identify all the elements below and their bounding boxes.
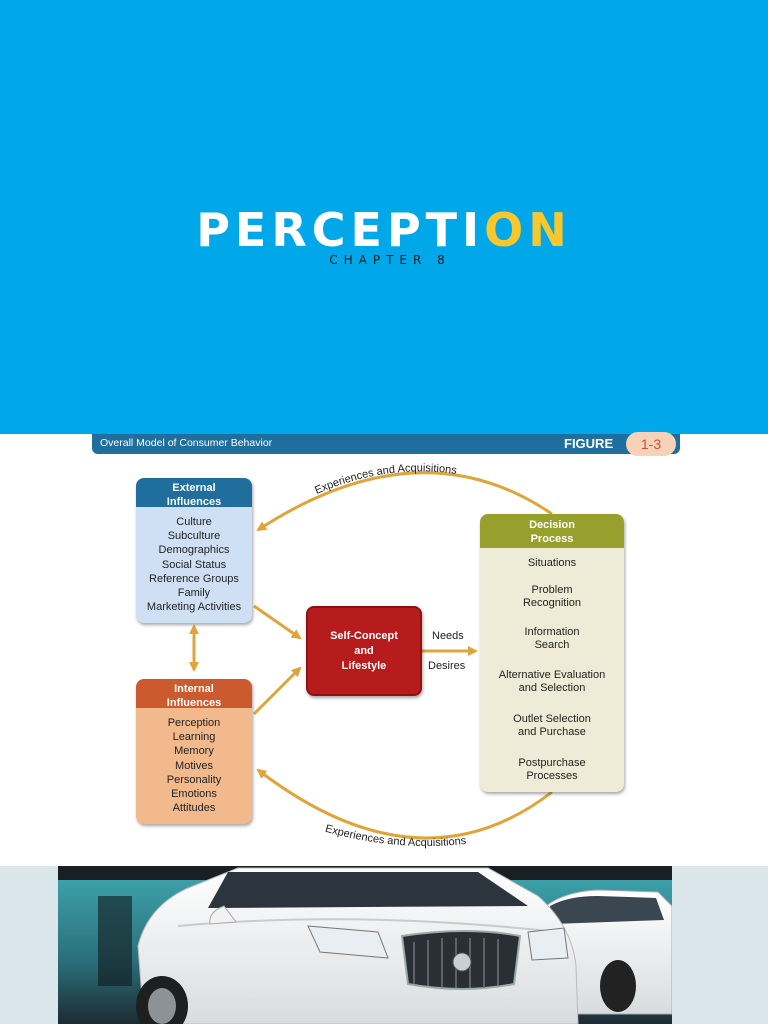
white-suv-car-image xyxy=(58,866,672,1024)
list-item: Family xyxy=(177,587,211,600)
list-item: Perception xyxy=(167,717,221,729)
self-concept-box: Self-Concept and Lifestyle xyxy=(306,606,422,696)
figure-caption: Overall Model of Consumer Behavior xyxy=(100,437,273,449)
list-item: Memory xyxy=(174,745,214,758)
bottom-feedback-arc xyxy=(256,768,553,840)
top-feedback-arc xyxy=(256,471,553,532)
chapter-title: PERCEPTION xyxy=(0,202,768,258)
figure-label: FIGURE xyxy=(564,436,614,451)
external-influences-list: Culture Subculture Demographics Social S… xyxy=(136,507,252,614)
decision-process-box: Decision Process Situations Problem Reco… xyxy=(480,514,624,792)
diagram-arrows: Experiences and Acquisitions Experiences… xyxy=(189,462,558,849)
consumer-behavior-figure: Overall Model of Consumer Behavior FIGUR… xyxy=(0,432,768,866)
list-item: Learning xyxy=(172,731,216,744)
list-item: Reference Groups xyxy=(149,572,239,585)
chapter-subtitle: CHAPTER 8 xyxy=(329,253,451,267)
internal-influences-title: Internal Influences xyxy=(136,679,252,709)
external-influences-box: External Influences Culture Subculture D… xyxy=(136,478,252,623)
figure-number-badge: 1-3 xyxy=(626,432,676,456)
decision-process-title: Decision Process xyxy=(480,514,624,548)
internal-influences-box: Internal Influences Perception Learning … xyxy=(136,679,252,824)
needs-label: Needs xyxy=(432,630,464,642)
chapter-title-main: PERCEPTI xyxy=(196,203,485,257)
list-item: Motives xyxy=(175,759,213,772)
list-item: Culture xyxy=(176,516,212,528)
figure-header-bar: Overall Model of Consumer Behavior FIGUR… xyxy=(92,432,680,456)
decision-step: Problem Recognition xyxy=(522,584,582,609)
list-item: Demographics xyxy=(158,544,230,557)
decision-step: Information Search xyxy=(524,626,580,651)
list-item: Marketing Activities xyxy=(146,601,242,614)
list-item: Subculture xyxy=(167,530,221,543)
decision-steps: Situations Problem Recognition Informati… xyxy=(480,548,624,792)
decision-step: Postpurchase Processes xyxy=(518,757,586,782)
decision-step: Outlet Selection and Purchase xyxy=(513,713,591,738)
decision-step: Situations xyxy=(527,557,577,569)
internal-influences-list: Perception Learning Memory Motives Perso… xyxy=(136,708,252,815)
list-item: Attitudes xyxy=(172,802,216,815)
desires-label: Desires xyxy=(428,660,466,672)
car-photo-section xyxy=(0,866,768,1024)
external-to-self-arrow xyxy=(253,604,302,640)
cover-slide: PERCEPTION CHAPTER 8 xyxy=(0,0,768,434)
list-item: Emotions xyxy=(171,788,217,801)
chapter-title-accent: ON xyxy=(484,203,572,257)
list-item: Social Status xyxy=(161,558,227,571)
decision-step: Alternative Evaluation and Selection xyxy=(498,669,606,694)
external-influences-title: External Influences xyxy=(136,478,252,508)
internal-to-self-arrow xyxy=(252,666,302,716)
list-item: Personality xyxy=(166,773,222,786)
